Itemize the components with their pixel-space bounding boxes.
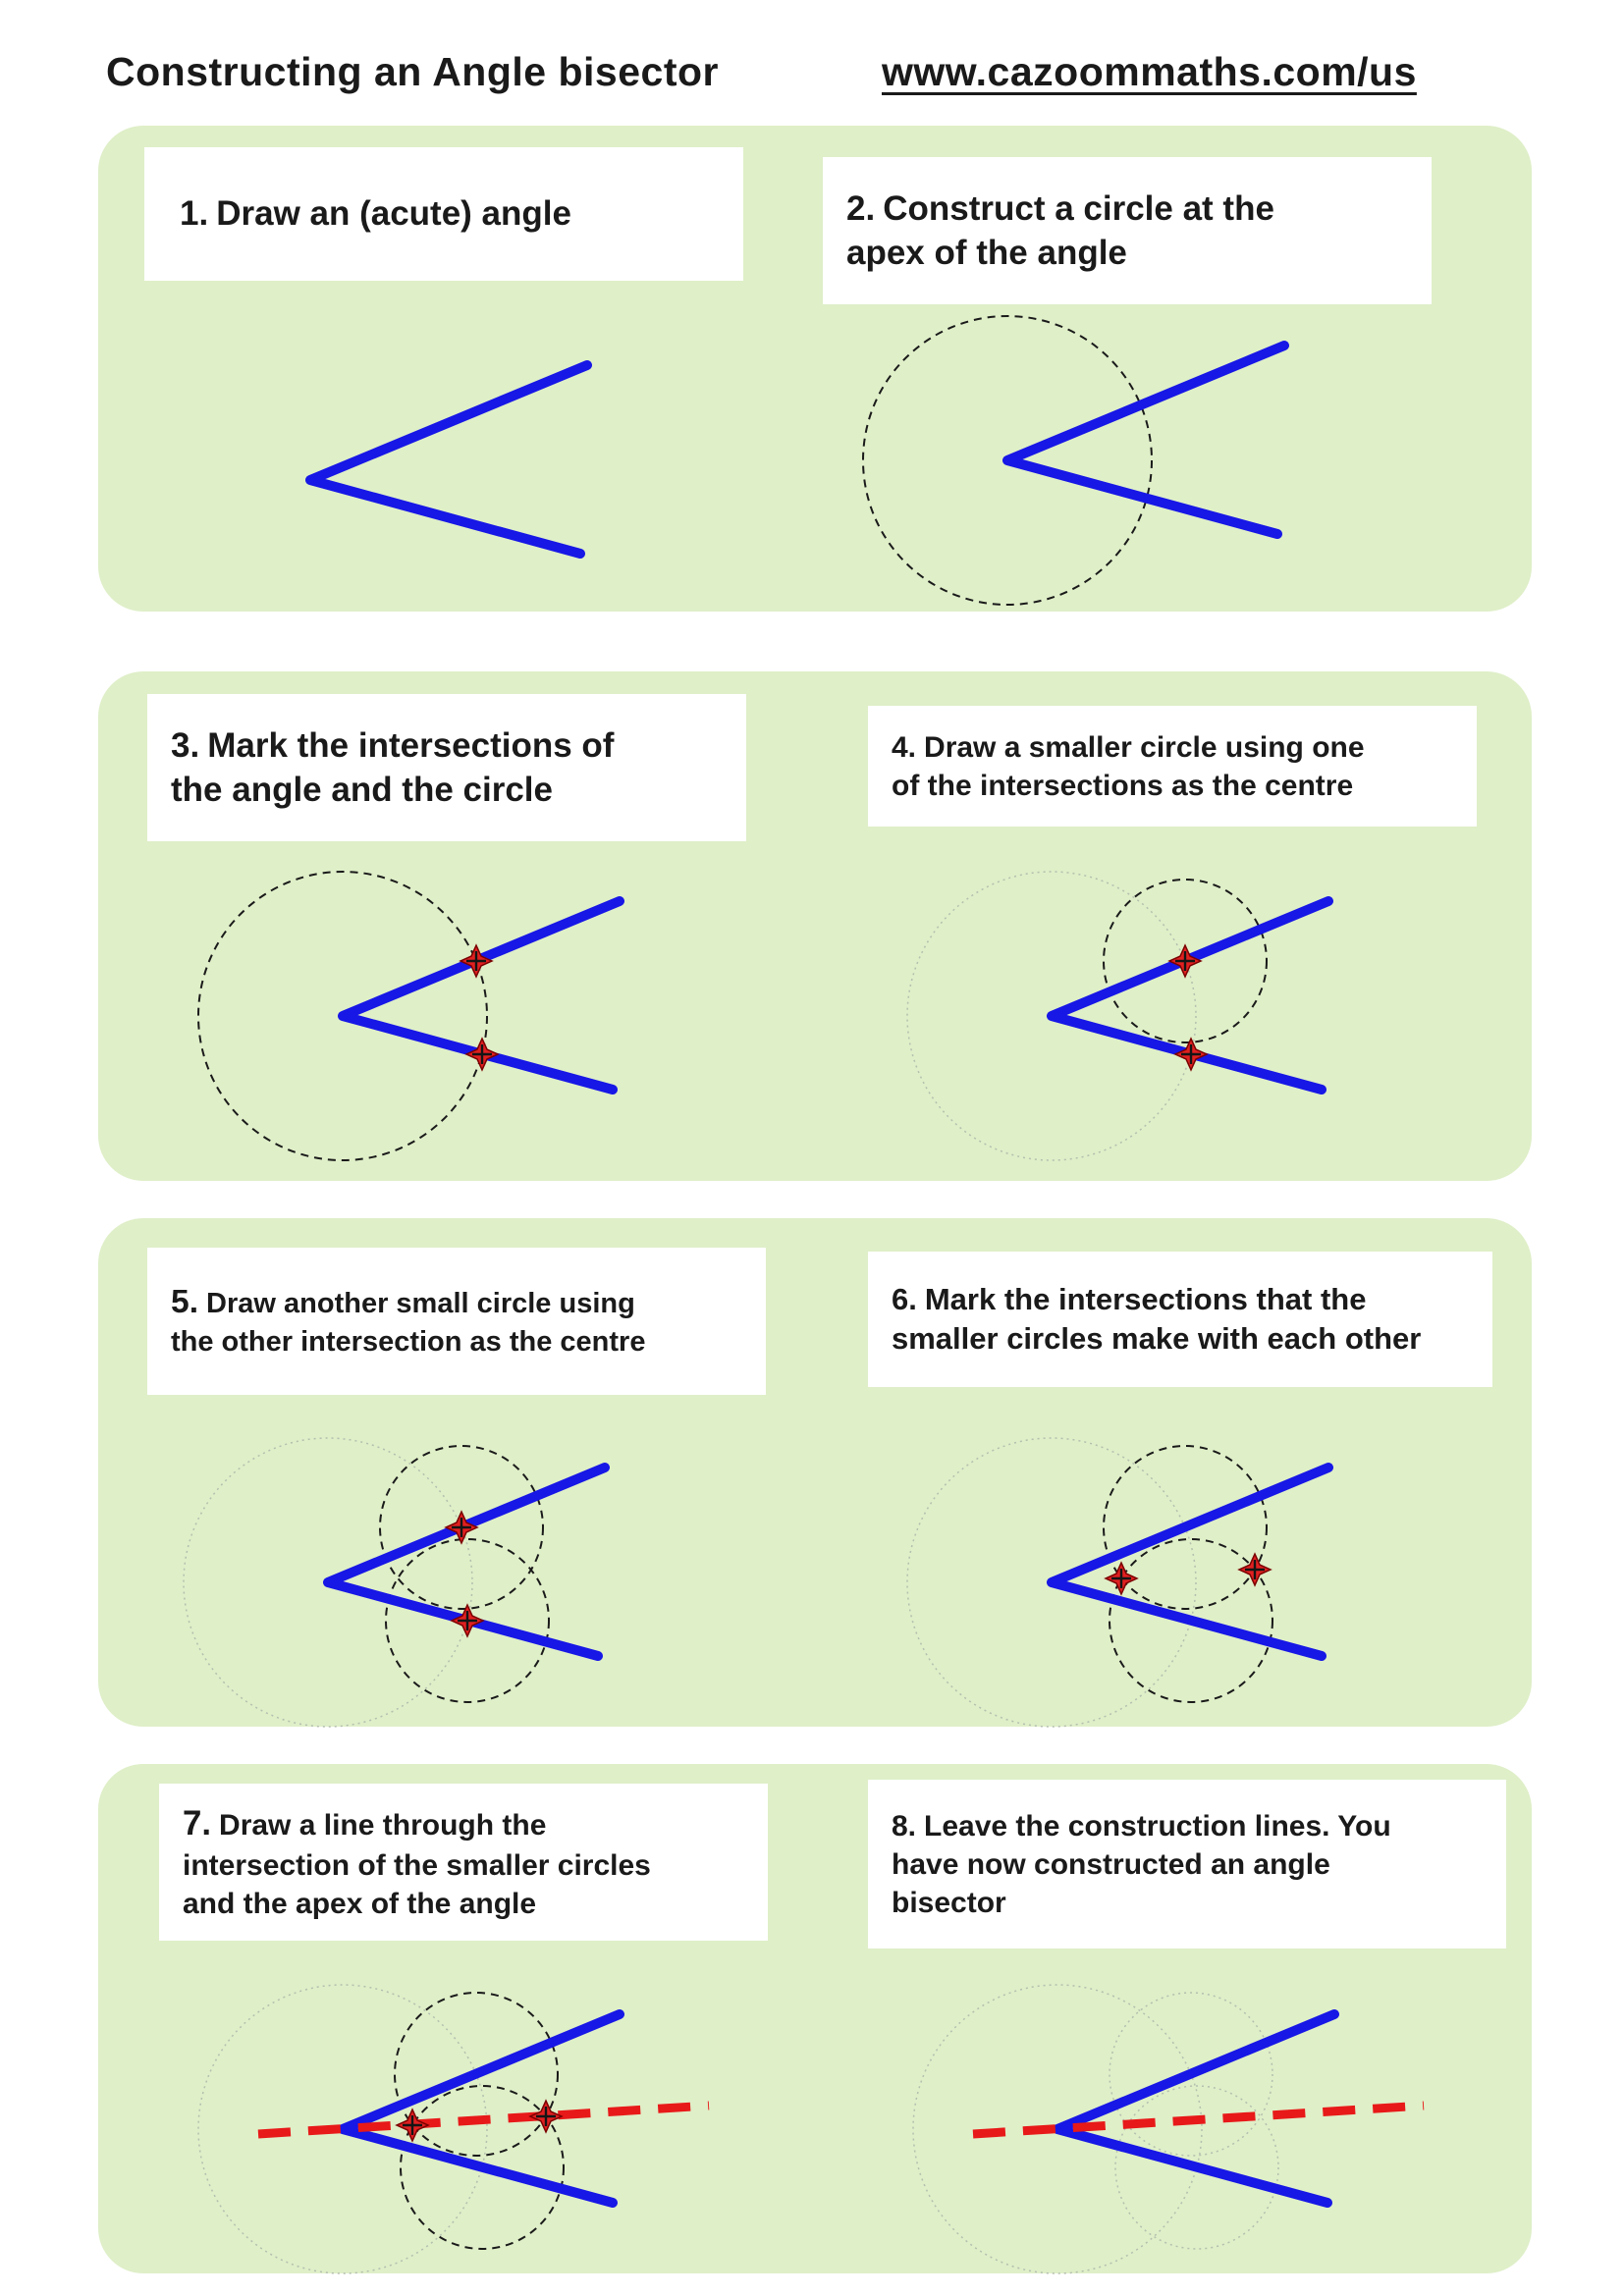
step-6-label: 6.Mark the intersections that the smalle… — [868, 1252, 1492, 1387]
label-line: 8.Leave the construction lines. You — [892, 1807, 1483, 1845]
label-line: 1.Draw an (acute) angle — [180, 191, 720, 237]
step-number: 2. — [846, 188, 876, 228]
label-text: Draw a line through the — [219, 1809, 547, 1842]
step-number: 4. — [892, 730, 917, 764]
label-line: have now constructed an angle — [892, 1847, 1330, 1881]
step-8-label: 8.Leave the construction lines. You have… — [868, 1780, 1506, 1949]
label-line: 4.Draw a smaller circle using one — [892, 728, 1453, 767]
step-number: 6. — [892, 1281, 917, 1316]
label-text: Draw an (acute) angle — [216, 194, 571, 234]
step-number: 3. — [171, 725, 200, 765]
label-text: Draw a smaller circle using one — [924, 730, 1365, 764]
page-title: Constructing an Angle bisector — [106, 49, 719, 94]
step-5-label: 5.Draw another small circle using the ot… — [147, 1248, 766, 1395]
label-line: 7.Draw a line through the — [183, 1801, 744, 1845]
step-number: 5. — [171, 1284, 199, 1321]
website-link[interactable]: www.cazoommaths.com/us — [882, 49, 1417, 94]
label-line: bisector — [892, 1886, 1006, 1919]
label-line: 6.Mark the intersections that the — [892, 1280, 1469, 1319]
label-line: 2.Construct a circle at the — [846, 187, 1408, 232]
label-line: the other intersection as the centre — [171, 1326, 646, 1359]
label-line: 3.Mark the intersections of — [171, 723, 723, 769]
label-text: Draw another small circle using — [206, 1288, 635, 1320]
step-1-label: 1.Draw an (acute) angle — [144, 147, 743, 281]
step-7-label: 7.Draw a line through the intersection o… — [159, 1784, 768, 1941]
step-number: 1. — [180, 194, 209, 234]
step-4-label: 4.Draw a smaller circle using one of the… — [868, 706, 1477, 827]
label-line: smaller circles make with each other — [892, 1321, 1422, 1356]
label-text: Mark the intersections that the — [924, 1281, 1367, 1316]
step-3-label: 3.Mark the intersections of the angle an… — [147, 694, 746, 841]
label-line: of the intersections as the centre — [892, 769, 1354, 802]
label-line: 5.Draw another small circle using — [171, 1281, 742, 1324]
label-line: and the apex of the angle — [183, 1887, 537, 1920]
step-number: 7. — [183, 1804, 212, 1843]
step-number: 8. — [892, 1809, 917, 1842]
step-2-label: 2.Construct a circle at the apex of the … — [823, 157, 1432, 304]
label-line: apex of the angle — [846, 234, 1127, 272]
label-text: Construct a circle at the — [883, 188, 1274, 228]
label-line: intersection of the smaller circles — [183, 1848, 651, 1882]
label-text: Mark the intersections of — [207, 725, 615, 765]
label-text: Leave the construction lines. You — [924, 1809, 1391, 1842]
label-line: the angle and the circle — [171, 771, 553, 809]
